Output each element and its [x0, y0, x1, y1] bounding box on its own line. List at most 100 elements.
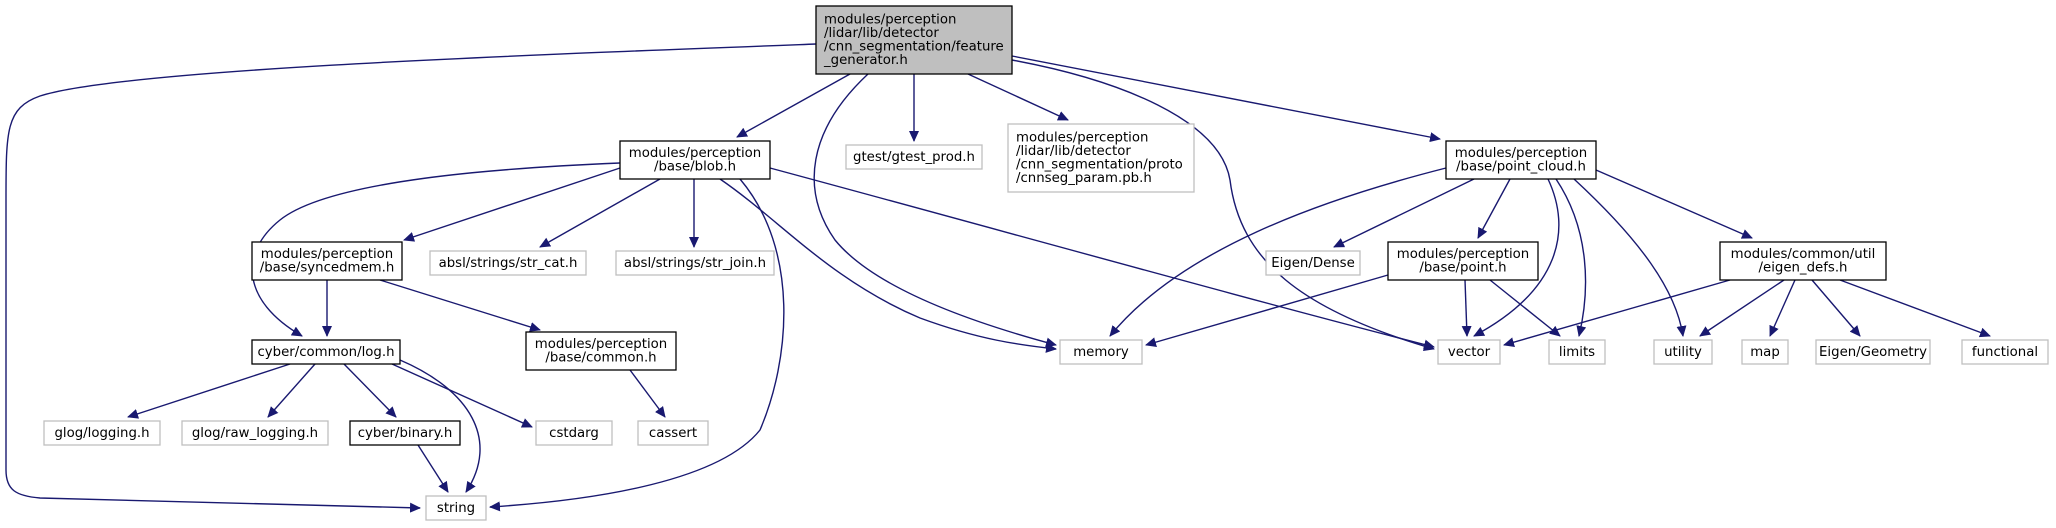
node-box-cnnseg [1007, 123, 1195, 193]
node-label-str_cat-line-0: absl/strings/str_cat.h [439, 256, 578, 271]
node-box-cassert [637, 420, 709, 446]
node-glog_logging: glog/logging.h [43, 420, 161, 446]
node-label-eigen_dense-line-0: Eigen/Dense [1271, 256, 1355, 271]
node-str_join: absl/strings/str_join.h [615, 250, 775, 276]
node-eigen_defs[interactable]: modules/common/util/eigen_defs.h [1719, 241, 1887, 281]
node-label-root-line-3: _generator.h [823, 53, 908, 68]
node-label-cnnseg-line-0: modules/perception [1016, 131, 1148, 146]
node-label-cnnseg-line-2: /cnn_segmentation/proto [1016, 158, 1183, 173]
node-map: map [1741, 339, 1789, 365]
node-eigen_dense: Eigen/Dense [1265, 250, 1361, 276]
node-str_cat: absl/strings/str_cat.h [429, 250, 587, 276]
node-box-point_cloud [1445, 140, 1597, 180]
node-box-vector [1437, 339, 1501, 365]
edge-blob-to-str_cat [539, 178, 661, 248]
edge-blob-to-syncedmem [403, 167, 621, 242]
node-label-memory-line-0: memory [1073, 345, 1129, 360]
node-root[interactable]: modules/perception/lidar/lib/detector/cn… [815, 5, 1013, 75]
edges-layer [5, 43, 1991, 513]
node-box-root [815, 5, 1013, 75]
node-box-eigen_defs [1719, 241, 1887, 281]
node-label-eigen_geometry-line-0: Eigen/Geometry [1819, 345, 1927, 360]
node-box-point [1387, 241, 1539, 281]
edge-blob-to-memory [719, 178, 1057, 353]
node-label-cnnseg-line-3: /cnnseg_param.pb.h [1016, 171, 1152, 186]
edge-blob-to-log [251, 162, 621, 337]
node-label-eigen_defs-line-0: modules/common/util [1731, 247, 1876, 262]
edge-log-to-cstdarg [391, 363, 533, 428]
node-box-str_join [615, 250, 775, 276]
edge-root-to-vector [1011, 59, 1435, 352]
node-limits: limits [1548, 339, 1606, 365]
node-box-limits [1548, 339, 1606, 365]
node-box-glog_logging [43, 420, 161, 446]
node-label-glog_logging-line-0: glog/logging.h [54, 426, 149, 441]
node-label-point-line-1: /base/point.h [1419, 261, 1506, 276]
node-label-common-line-1: /base/common.h [545, 351, 656, 366]
node-label-utility-line-0: utility [1664, 345, 1702, 360]
node-functional: functional [1961, 339, 2049, 365]
nodes-layer: modules/perception/lidar/lib/detector/cn… [43, 5, 2049, 521]
edge-point_cloud-to-eigen_dense [1333, 178, 1475, 248]
edge-point_cloud-to-memory [1109, 167, 1447, 337]
node-label-point_cloud-line-0: modules/perception [1455, 146, 1587, 161]
node-label-eigen_defs-line-1: /eigen_defs.h [1759, 261, 1848, 276]
node-glog_raw: glog/raw_logging.h [181, 420, 329, 446]
node-label-str_join-line-0: absl/strings/str_join.h [624, 256, 766, 271]
node-box-gtest [845, 144, 983, 170]
node-label-common-line-0: modules/perception [535, 337, 667, 352]
edge-root-to-cnnseg [967, 73, 1069, 121]
node-box-functional [1961, 339, 2049, 365]
node-label-string-line-0: string [437, 501, 475, 516]
edge-point-to-memory [1145, 274, 1389, 348]
node-label-gtest-line-0: gtest/gtest_prod.h [853, 150, 975, 165]
edge-root-to-memory [813, 73, 1057, 348]
node-label-root-line-2: /cnn_segmentation/feature [824, 40, 1004, 55]
node-vector: vector [1437, 339, 1501, 365]
node-box-binary [349, 420, 461, 446]
node-cnnseg: modules/perception/lidar/lib/detector/cn… [1007, 123, 1195, 193]
node-box-eigen_geometry [1815, 339, 1931, 365]
node-box-syncedmem [251, 241, 403, 281]
node-box-utility [1653, 339, 1713, 365]
node-label-syncedmem-line-1: /base/syncedmem.h [260, 261, 395, 276]
edge-eigen_defs-to-functional [1839, 279, 1991, 338]
edge-blob-to-string [489, 178, 785, 512]
node-point_cloud[interactable]: modules/perception/base/point_cloud.h [1445, 140, 1597, 180]
node-label-cassert-line-0: cassert [649, 426, 697, 441]
node-blob[interactable]: modules/perception/base/blob.h [619, 140, 771, 180]
node-label-root-line-1: /lidar/lib/detector [824, 26, 939, 41]
edge-point_cloud-to-limits [1555, 178, 1587, 337]
node-box-string [425, 495, 487, 521]
node-label-glog_raw-line-0: glog/raw_logging.h [192, 426, 318, 441]
node-log[interactable]: cyber/common/log.h [251, 339, 401, 365]
node-point[interactable]: modules/perception/base/point.h [1387, 241, 1539, 281]
edge-root-to-blob [736, 73, 851, 138]
node-label-vector-line-0: vector [1448, 345, 1491, 360]
edge-root-to-string [5, 43, 817, 513]
node-syncedmem[interactable]: modules/perception/base/syncedmem.h [251, 241, 403, 281]
edge-point-to-vector [1461, 279, 1472, 337]
edge-log-to-glog_logging [127, 363, 291, 419]
edge-point_cloud-to-vector [1473, 178, 1560, 337]
node-label-cstdarg-line-0: cstdarg [549, 426, 599, 441]
node-utility: utility [1653, 339, 1713, 365]
node-box-cstdarg [535, 420, 613, 446]
node-memory: memory [1059, 339, 1143, 365]
node-label-binary-line-0: cyber/binary.h [358, 426, 453, 441]
node-cstdarg: cstdarg [535, 420, 613, 446]
edge-point_cloud-to-point [1477, 178, 1511, 239]
node-label-syncedmem-line-0: modules/perception [261, 247, 393, 262]
node-box-memory [1059, 339, 1143, 365]
node-label-map-line-0: map [1750, 345, 1780, 360]
node-label-blob-line-1: /base/blob.h [654, 160, 736, 175]
edge-point_cloud-to-eigen_defs [1595, 169, 1753, 239]
node-eigen_geometry: Eigen/Geometry [1815, 339, 1931, 365]
node-label-blob-line-0: modules/perception [629, 146, 761, 161]
edge-eigen_defs-to-utility [1699, 279, 1785, 337]
node-common[interactable]: modules/perception/base/common.h [525, 331, 677, 371]
node-label-root-line-0: modules/perception [824, 13, 956, 28]
node-label-point-line-0: modules/perception [1397, 247, 1529, 262]
node-binary[interactable]: cyber/binary.h [349, 420, 461, 446]
